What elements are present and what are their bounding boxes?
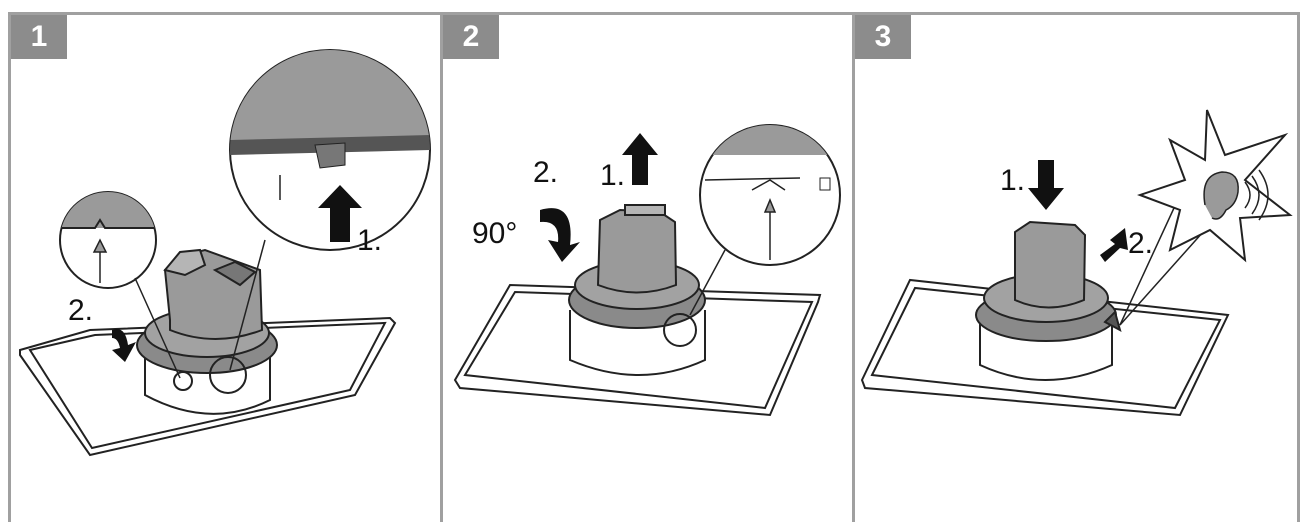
- step-panel-3: 3: [852, 12, 1300, 522]
- arrow-down-icon: [1028, 160, 1064, 210]
- frame-right-edge: [1297, 12, 1300, 522]
- step-number-badge: 2: [443, 15, 499, 59]
- step-panel-2: 2: [440, 12, 852, 522]
- panel-1-drawing: 1. 2.: [19, 49, 431, 457]
- panel-2-drawing: 1. 2. 90°: [453, 124, 841, 417]
- rotate-arrow-icon: [540, 208, 580, 262]
- click-sound-indicator: [1119, 109, 1293, 326]
- step-panel-1: 1: [8, 12, 440, 522]
- mounting-body: [568, 204, 706, 376]
- step-number-badge: 3: [855, 15, 911, 59]
- rotate-arrow-icon: [112, 329, 136, 362]
- panel-3-drawing: 1. 2.: [860, 109, 1293, 417]
- step-label-first: 1.: [1000, 164, 1025, 197]
- push-arrow-icon: [1100, 228, 1128, 262]
- mounting-body: [136, 248, 278, 415]
- step-label-first: 1.: [600, 159, 625, 192]
- rotation-angle-label: 90°: [472, 217, 517, 250]
- mounting-body: [975, 220, 1122, 381]
- step-label-second: 2.: [68, 294, 93, 327]
- arrow-up-icon: [318, 185, 362, 242]
- step-label-second: 2.: [1128, 227, 1153, 260]
- step-label-first: 1.: [357, 224, 382, 257]
- arrow-up-icon: [622, 133, 658, 185]
- step-label-second: 2.: [533, 156, 558, 189]
- step-number-badge: 1: [11, 15, 67, 59]
- ear-icon: [1203, 171, 1239, 220]
